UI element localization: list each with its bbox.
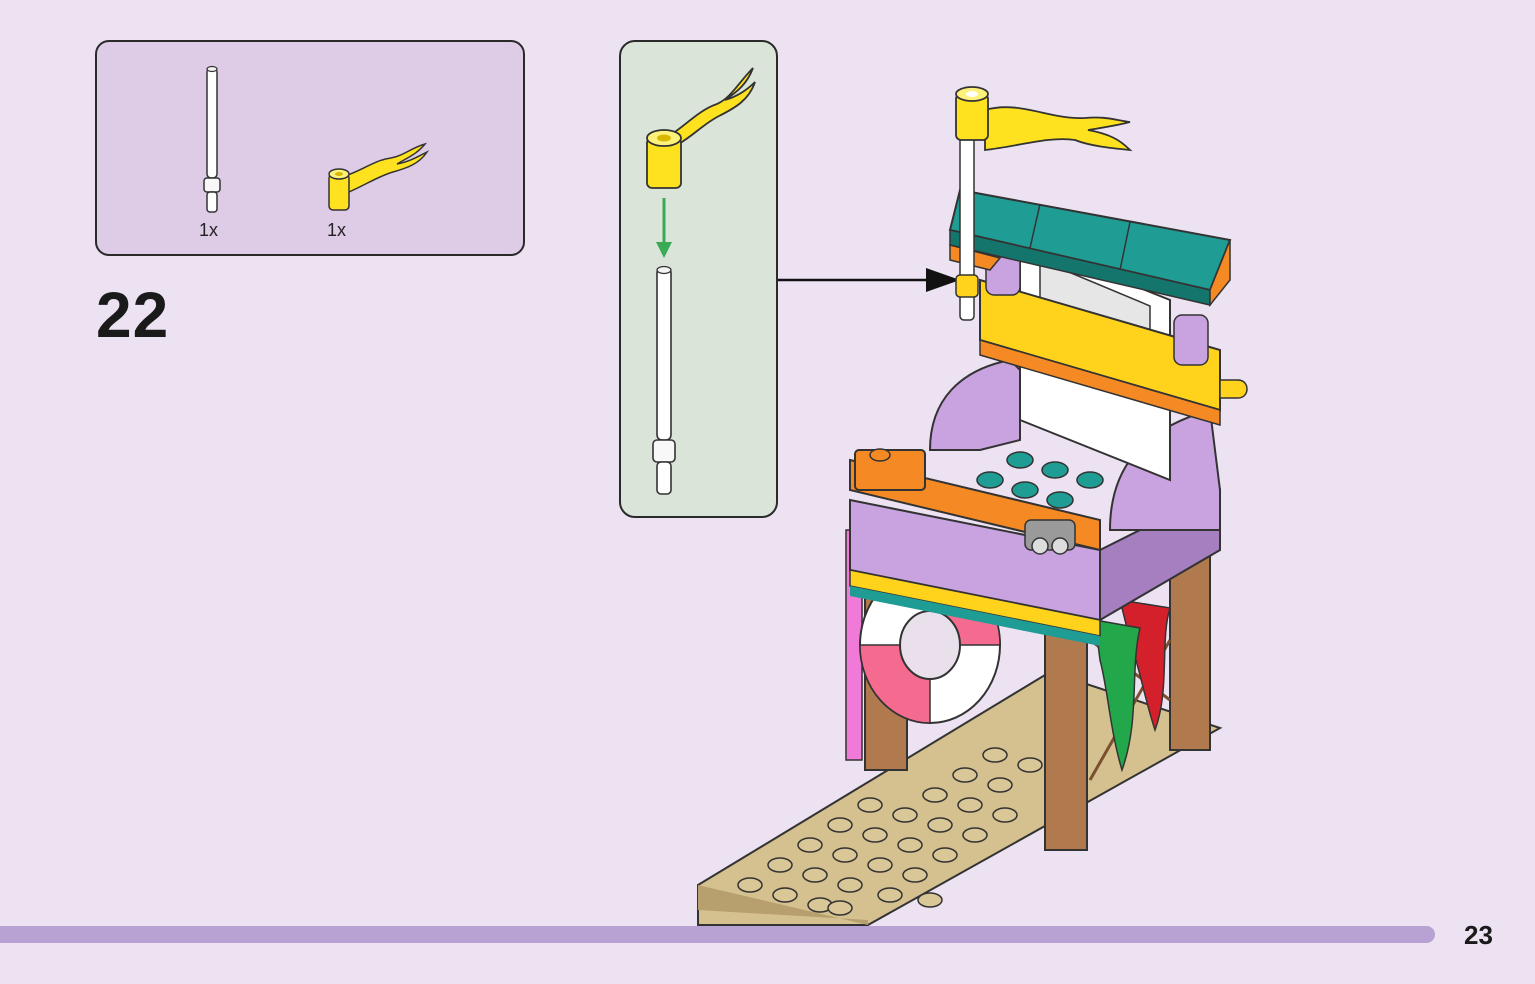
right-pillar [1173, 314, 1209, 366]
model-flag-pole [955, 119, 979, 321]
deck-studs [976, 451, 1104, 509]
white-bar-quantity: 1x [199, 220, 219, 240]
white-bar-part-icon [203, 65, 221, 213]
parts-list-panel: 1x 1x [95, 40, 525, 256]
step-number: 22 [96, 279, 170, 351]
orange-corner-brick [854, 449, 926, 491]
model-flag-icon [955, 86, 1133, 152]
callout-pointer-arrow [778, 268, 960, 292]
deck-platform [849, 488, 1221, 646]
life-ring [859, 566, 1001, 724]
callout-bar-icon [656, 267, 672, 441]
subassembly-callout [619, 40, 778, 518]
progress-bar [0, 926, 1435, 943]
page-number: 23 [1464, 920, 1493, 950]
lifeguard-tower-model [697, 86, 1248, 926]
binoculars-icon [1024, 519, 1076, 555]
yellow-flag-part-icon [328, 142, 430, 211]
teal-roof [948, 188, 1232, 308]
left-arch-wall [928, 358, 1021, 451]
baseplate-studs [737, 747, 1043, 916]
hanging-flags [1094, 599, 1171, 773]
subassembly-illustration [646, 67, 756, 495]
callout-flag-icon [667, 67, 756, 148]
yellow-flag-quantity: 1x [327, 220, 347, 240]
yellow-clip-icon [1219, 379, 1248, 399]
